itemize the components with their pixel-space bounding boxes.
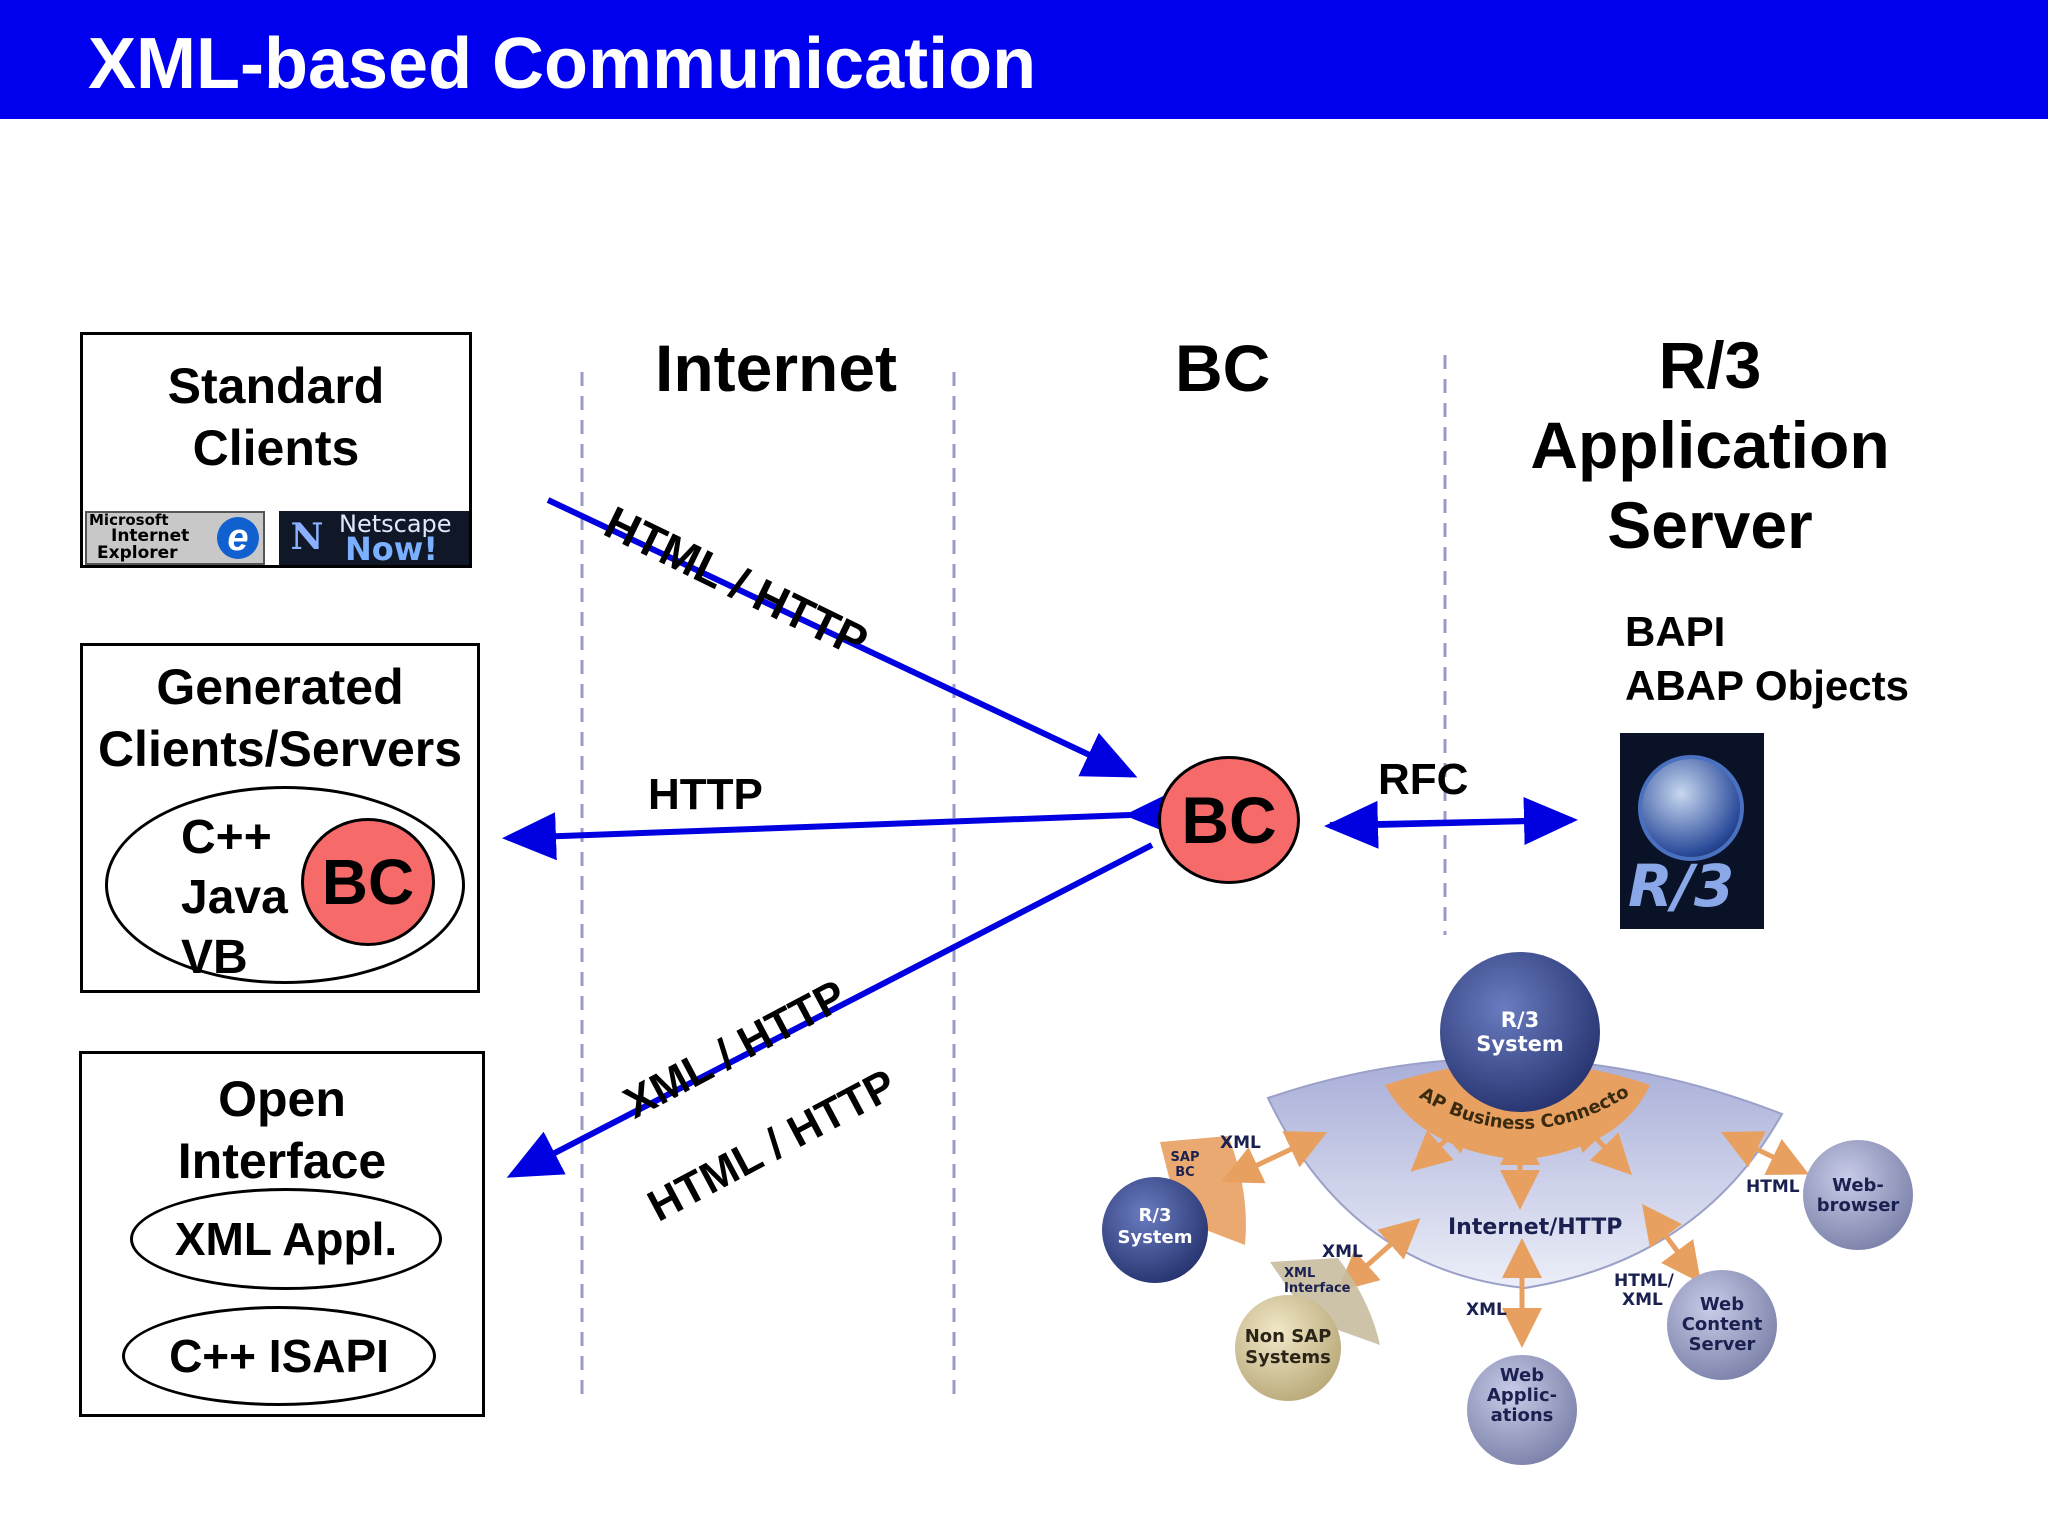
generated-clients-box: Generated Clients/Servers C++ Java VB BC bbox=[80, 643, 480, 993]
sap-label-html: HTML bbox=[1746, 1177, 1800, 1197]
web-apps-sphere bbox=[1467, 1355, 1577, 1465]
bc-center-node: BC bbox=[1158, 756, 1300, 884]
r3-system-sphere bbox=[1440, 952, 1600, 1112]
sap-label-html-xml-1: HTML/ bbox=[1614, 1271, 1674, 1291]
open-interface-box: Open Interface XML Appl. C++ ISAPI bbox=[79, 1051, 485, 1417]
left-r3-line1: R/3 bbox=[1138, 1205, 1172, 1226]
r3-feature-abap: ABAP Objects bbox=[1625, 662, 1909, 709]
web-content-line1: Web bbox=[1699, 1294, 1745, 1315]
web-apps-line2: Applic- bbox=[1486, 1385, 1558, 1406]
sap-label-xml-c: XML bbox=[1466, 1300, 1507, 1320]
zone-internet: Internet bbox=[655, 331, 898, 405]
sap-label-html-xml-2: XML bbox=[1622, 1290, 1663, 1310]
left-r3-sphere bbox=[1102, 1177, 1208, 1283]
ie-logo-line3: Explorer bbox=[97, 543, 178, 563]
lang-java: Java bbox=[181, 871, 288, 924]
cpp-isapi-label: C++ ISAPI bbox=[169, 1330, 389, 1382]
zone-bc: BC bbox=[1175, 331, 1271, 405]
r3-logo-text: R/3 bbox=[1628, 852, 1735, 920]
zone-r3-line2: Application bbox=[1530, 408, 1890, 482]
sap-label-xml-b: XML bbox=[1322, 1242, 1363, 1262]
ie-e-icon: e bbox=[217, 517, 259, 559]
arrow-r3-bc bbox=[1324, 800, 1573, 849]
standard-clients-line1: Standard bbox=[167, 358, 385, 414]
xml-interface-line2: Interface bbox=[1284, 1281, 1351, 1296]
standard-clients-box: Standard Clients Microsoft Internet Expl… bbox=[80, 332, 472, 568]
web-content-line3: Server bbox=[1688, 1334, 1756, 1355]
xml-appl-ellipse: XML Appl. bbox=[130, 1188, 442, 1290]
netscape-logo: N Netscape Now! bbox=[279, 511, 469, 565]
zone-r3-line3: Server bbox=[1607, 488, 1813, 562]
left-r3-label: R/3 System bbox=[1095, 1205, 1215, 1249]
web-browser-label: Web- browser bbox=[1803, 1176, 1913, 1216]
standard-clients-title: Standard Clients bbox=[83, 355, 469, 479]
arrow-bc-to-open bbox=[506, 842, 1154, 1178]
generated-title-line1: Generated bbox=[156, 659, 404, 715]
web-apps-line3: ations bbox=[1490, 1405, 1554, 1426]
r3-system-line2: System bbox=[1476, 1032, 1564, 1056]
title-bar: XML-based Communication bbox=[0, 0, 2048, 119]
label-rfc: RFC bbox=[1378, 755, 1469, 804]
slide-title: XML-based Communication bbox=[88, 24, 1037, 104]
xml-interface-tag: XML Interface bbox=[1284, 1266, 1351, 1296]
web-apps-line1: Web bbox=[1499, 1365, 1545, 1386]
web-content-line2: Content bbox=[1681, 1314, 1763, 1335]
generated-title-line2: Clients/Servers bbox=[97, 721, 463, 777]
lang-vb: VB bbox=[181, 931, 248, 984]
sap-bc-tag-line1: SAP bbox=[1170, 1150, 1200, 1165]
r3-system-line1: R/3 bbox=[1500, 1008, 1540, 1032]
web-browser-line2: browser bbox=[1816, 1195, 1900, 1216]
xml-interface-line1: XML bbox=[1284, 1266, 1316, 1281]
lang-cpp: C++ bbox=[181, 811, 272, 864]
cpp-isapi-ellipse: C++ ISAPI bbox=[122, 1306, 436, 1406]
r3-system-label: R/3 System bbox=[1440, 1008, 1600, 1056]
generated-bc-node: BC bbox=[301, 818, 435, 946]
open-interface-line1: Open bbox=[218, 1071, 346, 1127]
ie-logo: Microsoft Internet Explorer e bbox=[85, 511, 265, 565]
xml-interface-wedge bbox=[1270, 1258, 1380, 1345]
ie-logo-line1: Microsoft bbox=[89, 511, 169, 529]
open-interface-title: Open Interface bbox=[82, 1068, 482, 1192]
label-http: HTTP bbox=[648, 770, 763, 819]
non-sap-sphere bbox=[1235, 1295, 1341, 1401]
sap-label-xml-a: XML bbox=[1220, 1133, 1261, 1153]
r3-globe-icon bbox=[1638, 755, 1744, 861]
netscape-logo-line1: Netscape bbox=[339, 510, 452, 538]
sap-bc-tag: SAP BC bbox=[1160, 1150, 1210, 1180]
left-r3-line2: System bbox=[1117, 1227, 1193, 1248]
r3-logo: R/3 bbox=[1620, 733, 1764, 929]
generated-ellipse bbox=[105, 786, 465, 984]
netscape-n-icon: N bbox=[290, 516, 324, 558]
standard-clients-line2: Clients bbox=[192, 420, 360, 476]
hub-label: Internet/HTTP bbox=[1448, 1215, 1623, 1240]
r3-feature-bapi: BAPI bbox=[1625, 608, 1726, 655]
ie-logo-line2: Internet bbox=[111, 526, 190, 546]
zone-r3-app-server: R/3 Application Server bbox=[1480, 325, 1940, 565]
sap-label-html-xml: HTML/ XML bbox=[1614, 1272, 1674, 1310]
open-interface-line2: Interface bbox=[177, 1133, 387, 1189]
non-sap-line1: Non SAP bbox=[1244, 1326, 1332, 1347]
web-apps-label: Web Applic- ations bbox=[1472, 1366, 1572, 1426]
sap-bc-tag-line2: BC bbox=[1175, 1165, 1195, 1180]
web-content-sphere bbox=[1667, 1270, 1777, 1380]
zone-r3-line1: R/3 bbox=[1658, 328, 1762, 402]
xml-appl-label: XML Appl. bbox=[174, 1213, 398, 1265]
netscape-logo-line2: Now! bbox=[345, 530, 438, 568]
non-sap-label: Non SAP Systems bbox=[1228, 1326, 1348, 1368]
arrow-standard-to-bc bbox=[546, 497, 1138, 778]
non-sap-line2: Systems bbox=[1245, 1347, 1331, 1368]
web-browser-line1: Web- bbox=[1832, 1175, 1884, 1196]
r3-features: BAPI ABAP Objects bbox=[1625, 605, 1909, 713]
generated-title: Generated Clients/Servers bbox=[83, 656, 477, 780]
web-browser-sphere bbox=[1803, 1140, 1913, 1250]
arrow-generated-bc bbox=[502, 789, 1179, 861]
web-content-label: Web Content Server bbox=[1667, 1295, 1777, 1355]
